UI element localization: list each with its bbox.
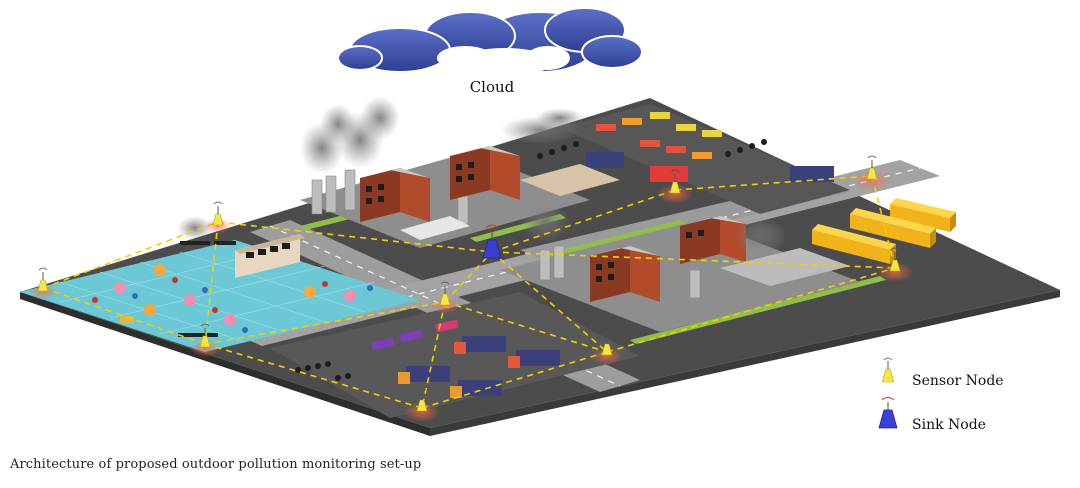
- factory-block-top: [300, 146, 620, 248]
- legend-sensor-icon: [881, 357, 895, 383]
- sensor-node-icon: [404, 387, 440, 422]
- cloud-icon: [337, 7, 643, 76]
- sensor-node-icon: [591, 331, 623, 365]
- legend-sink-icon: [878, 397, 898, 429]
- legend: Sensor Node Sink Node: [878, 357, 1004, 433]
- sensor-node-icon: [189, 323, 221, 357]
- sink-node-icon: [482, 224, 502, 259]
- plaza: [20, 234, 420, 352]
- pollution-monitoring-diagram: Cloud: [20, 7, 1060, 436]
- node-links: [42, 175, 896, 409]
- sensor-nodes: [29, 155, 913, 422]
- parking-lot-top: [537, 104, 850, 214]
- sensor-node-icon: [877, 247, 913, 282]
- sensor-node-icon: [854, 155, 890, 190]
- sensor-node-icon: [29, 267, 57, 300]
- smoke-plumes: [177, 96, 786, 254]
- buses: [812, 198, 956, 264]
- legend-sensor-label: Sensor Node: [912, 373, 1004, 389]
- sensor-node-icon: [431, 281, 459, 314]
- legend-sink-label: Sink Node: [912, 417, 986, 433]
- figure-caption: Architecture of proposed outdoor polluti…: [10, 457, 422, 472]
- sensor-node-icon: [204, 201, 232, 234]
- parking-lot-bottom: [270, 292, 640, 418]
- sensor-node-icon: [657, 169, 693, 204]
- cloud-label: Cloud: [470, 78, 515, 96]
